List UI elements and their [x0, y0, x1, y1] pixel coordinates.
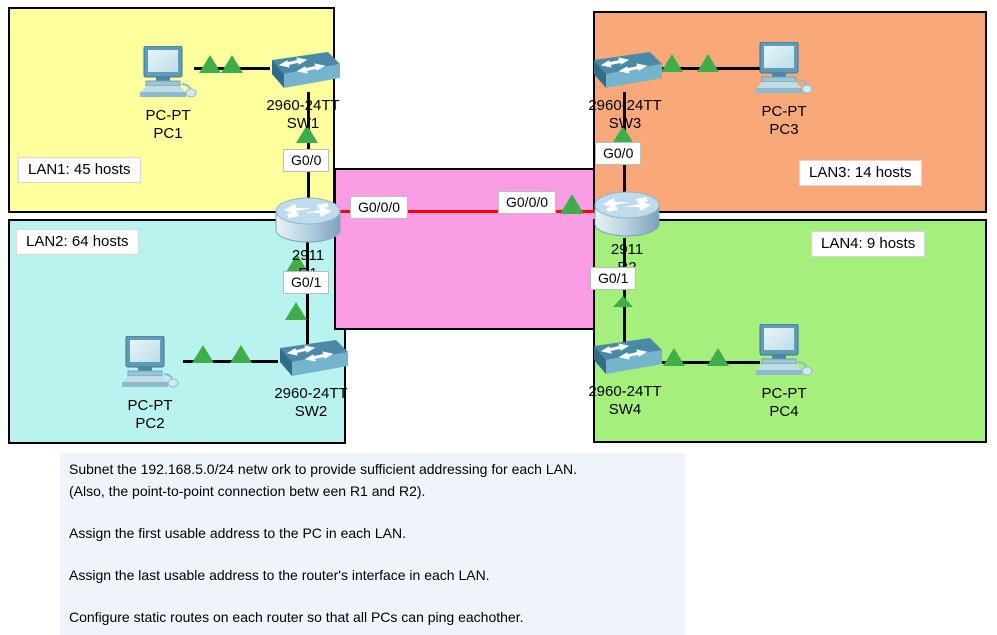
- lan1-label: LAN1: 45 hosts: [18, 157, 141, 183]
- switch-icon: [272, 52, 340, 88]
- link-status-icon: [707, 348, 729, 366]
- pc-icon: [122, 336, 179, 388]
- lan4-label: LAN4: 9 hosts: [811, 231, 926, 257]
- link-status-icon: [286, 254, 308, 272]
- note-line: (Also, the point-to-point connection bet…: [69, 483, 426, 499]
- link-status-icon: [192, 345, 214, 363]
- link-status-icon: [661, 54, 683, 72]
- link-status-icon: [663, 348, 685, 366]
- interface-label-r1-g0-1: G0/1: [283, 271, 330, 294]
- instructions-note: Subnet the 192.168.5.0/24 netw ork to pr…: [60, 453, 685, 635]
- router-icon: [594, 191, 660, 237]
- link-status-icon: [613, 296, 633, 307]
- link-status-icon: [230, 345, 252, 363]
- link-r2-sw4[interactable]: [623, 238, 626, 350]
- link-status-icon: [285, 302, 307, 320]
- pc-icon: [756, 42, 813, 94]
- note-line: Assign the last usable address to the ro…: [69, 567, 490, 583]
- note-line: Subnet the 192.168.5.0/24 netw ork to pr…: [69, 461, 577, 477]
- pc-icon: [756, 324, 813, 376]
- router-icon: [275, 197, 341, 243]
- pc-icon: [140, 46, 197, 98]
- note-line: Assign the first usable address to the P…: [69, 525, 406, 541]
- switch-icon: [594, 338, 662, 374]
- switch-icon: [594, 52, 662, 88]
- interface-label-r2-g0-1: G0/1: [590, 267, 637, 290]
- switch-icon: [280, 340, 348, 376]
- link-status-icon: [697, 54, 719, 72]
- link-status-icon: [199, 55, 221, 73]
- note-line: Configure static routes on each router s…: [69, 609, 524, 625]
- device-r2[interactable]: 2911R2: [594, 190, 660, 276]
- interface-label-r2-g0-0-0: G0/0/0: [498, 191, 557, 214]
- interface-label-r1-g0-0: G0/0: [283, 149, 330, 172]
- link-status-icon: [560, 194, 584, 214]
- interface-label-r1-g0-0-0: G0/0/0: [350, 196, 409, 219]
- region-wan-center: [334, 168, 598, 330]
- lan3-label: LAN3: 14 hosts: [799, 160, 922, 186]
- lan2-label: LAN2: 64 hosts: [16, 229, 139, 255]
- link-sw1-r1[interactable]: [307, 92, 310, 202]
- link-r1-r2[interactable]: [333, 210, 598, 213]
- device-r1[interactable]: 2911R1: [275, 196, 341, 282]
- link-status-icon: [221, 55, 243, 73]
- link-status-icon: [296, 125, 318, 143]
- interface-label-r2-g0-0: G0/0: [595, 142, 642, 165]
- link-status-icon: [612, 126, 634, 144]
- link-r1-sw2[interactable]: [306, 240, 309, 350]
